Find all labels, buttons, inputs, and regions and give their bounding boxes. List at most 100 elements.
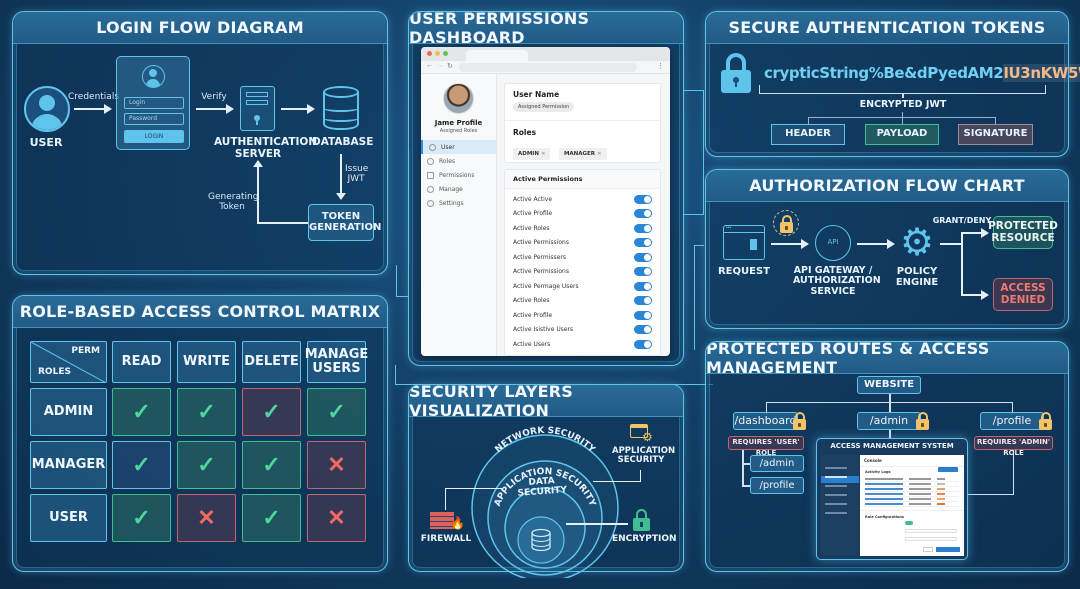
- login-form-card: Login Password LOGIN: [116, 56, 190, 150]
- ams-nav-item[interactable]: [821, 467, 859, 474]
- login-field[interactable]: Login: [124, 97, 184, 109]
- forward-icon[interactable]: →: [436, 62, 443, 69]
- panel-title: Protected Routes & Access Management: [706, 342, 1068, 377]
- encryption-lock-icon: [633, 509, 650, 531]
- generating-token-label: Generating Token: [208, 192, 259, 213]
- user-icon: [429, 143, 436, 151]
- panel-title: Role-Based Access Control Matrix: [13, 296, 387, 328]
- sidebar-item-label: Manage: [439, 185, 463, 193]
- permission-toggle[interactable]: [634, 194, 652, 204]
- sidebar-item-label: Settings: [439, 199, 464, 207]
- check-icon: ✓: [262, 505, 281, 530]
- branch-stem: [902, 112, 903, 124]
- user-name-heading: User Name: [513, 90, 560, 99]
- deny-arrow: [961, 290, 989, 300]
- rule-toggle[interactable]: [905, 521, 913, 525]
- permission-label: Active Permissions: [513, 268, 569, 276]
- access-denied-box: ACCESS DENIED: [993, 278, 1053, 311]
- token-bracket: [759, 85, 1046, 94]
- tree-line: [889, 394, 891, 412]
- request-label: REQUEST: [717, 266, 770, 277]
- role-chip-admin[interactable]: ADMIN ×: [513, 148, 551, 160]
- reload-icon[interactable]: ↻: [447, 63, 453, 70]
- route-dashboard[interactable]: /dashboard: [733, 412, 798, 430]
- row-header-role: MANAGER: [30, 441, 107, 489]
- permission-toggle[interactable]: [634, 223, 652, 233]
- active-permissions-heading: Active Permissions: [505, 170, 660, 189]
- row-header-role: USER: [30, 494, 107, 542]
- permission-toggle[interactable]: [634, 325, 652, 335]
- ams-nav-item[interactable]: [821, 494, 859, 501]
- menu-kebab-icon[interactable]: ⋮: [657, 63, 664, 70]
- browser-tab[interactable]: [466, 50, 528, 61]
- decision-line: [961, 232, 963, 295]
- sidebar-item-permissions[interactable]: Permissions: [421, 168, 496, 182]
- browser-toolbar: ← → ↻ ⋮: [421, 61, 670, 74]
- back-icon[interactable]: ←: [426, 62, 433, 69]
- lock-icon: [916, 412, 929, 430]
- token-return-line: [257, 164, 259, 224]
- activity-logs-heading: Activity Logs: [865, 470, 891, 474]
- sidebar-item-settings[interactable]: Settings: [421, 196, 496, 210]
- api-gateway-icon: API: [815, 225, 851, 261]
- permission-label: Active Roles: [513, 224, 550, 232]
- remove-icon[interactable]: ×: [596, 151, 602, 157]
- permission-row: Active Permissers: [505, 250, 660, 265]
- browser-tab-bar: [421, 47, 670, 61]
- panel-title: Authorization Flow Chart: [706, 170, 1068, 202]
- permission-label: Active Permage Users: [513, 282, 579, 290]
- role-chip-manager[interactable]: MANAGER ×: [558, 148, 607, 160]
- arrow-head: [336, 193, 346, 200]
- permission-toggle[interactable]: [634, 281, 652, 291]
- rule-select[interactable]: [905, 529, 957, 533]
- route-admin[interactable]: /admin: [857, 412, 921, 430]
- ams-nav-item[interactable]: [821, 476, 859, 483]
- sidebar-item-roles[interactable]: Roles: [421, 154, 496, 168]
- bracket-stem: [902, 94, 904, 98]
- ams-nav-item[interactable]: [821, 485, 859, 492]
- connector-trace: [396, 265, 408, 297]
- permission-toggle[interactable]: [634, 296, 652, 306]
- check-icon: ✓: [197, 452, 216, 477]
- jwt-header-box: HEADER: [771, 124, 845, 145]
- maximize-dot[interactable]: [443, 51, 448, 56]
- panel-title: Security Layers Visualization: [409, 385, 683, 420]
- sidebar-item-label: User: [441, 143, 455, 151]
- subroute-admin[interactable]: /admin: [750, 455, 804, 472]
- minimize-dot[interactable]: [435, 51, 440, 56]
- permission-label: Active Isistive Users: [513, 326, 574, 334]
- permission-toggle[interactable]: [634, 209, 652, 219]
- permission-toggle[interactable]: [634, 238, 652, 248]
- remove-icon[interactable]: ×: [540, 151, 546, 157]
- subroute-profile[interactable]: /profile: [750, 477, 804, 494]
- grant-arrow: [961, 228, 989, 238]
- database-label: DATABASE: [312, 136, 374, 148]
- rule-select[interactable]: [905, 537, 957, 541]
- close-dot[interactable]: [427, 51, 432, 56]
- token-highlight-text: IU3nKW5WPfJ: [1003, 64, 1080, 82]
- password-field[interactable]: Password: [124, 113, 184, 125]
- cross-icon: ✕: [327, 505, 346, 530]
- route-profile[interactable]: /profile: [980, 412, 1044, 430]
- permission-row: Active Roles: [505, 294, 660, 309]
- token-string: crypticString%Be&dPyedAM2IU3nKW5WPfJ: [764, 64, 1080, 82]
- sidebar-item-manage[interactable]: Manage: [421, 182, 496, 196]
- access-management-window: ACCESS MANAGEMENT SYSTEM Console Activit…: [816, 438, 968, 560]
- permission-toggle[interactable]: [634, 310, 652, 320]
- save-configuration-button[interactable]: Save Configuration: [936, 547, 960, 552]
- user-card: User Name Assigned Permission Roles ADMI…: [504, 83, 661, 163]
- login-button[interactable]: LOGIN: [124, 130, 184, 143]
- export-button[interactable]: [938, 467, 958, 472]
- ams-nav-item[interactable]: [821, 512, 859, 519]
- permission-toggle[interactable]: [634, 339, 652, 349]
- url-bar[interactable]: [459, 63, 637, 72]
- permission-toggle[interactable]: [634, 267, 652, 277]
- connector-trace: [395, 365, 713, 385]
- ams-nav-item[interactable]: [821, 503, 859, 510]
- lock-badge-icon: [773, 210, 799, 236]
- permission-toggle[interactable]: [634, 252, 652, 262]
- chip-label: ADMIN: [518, 151, 539, 157]
- cancel-button[interactable]: Cancel: [923, 547, 933, 552]
- permission-row: Active Roles: [505, 221, 660, 236]
- sidebar-item-user[interactable]: User: [421, 140, 496, 154]
